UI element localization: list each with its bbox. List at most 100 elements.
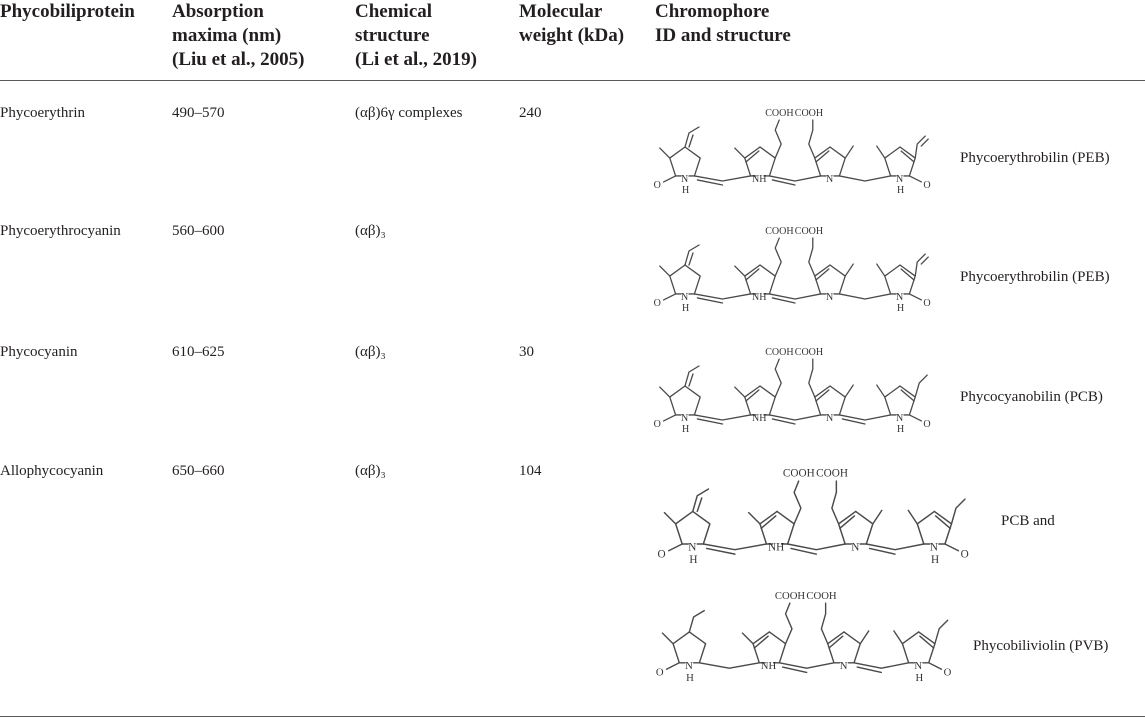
bond <box>828 635 844 649</box>
atom-label: N <box>826 292 833 303</box>
atom-label: COOH <box>795 226 823 237</box>
atom-label: NH <box>761 661 777 672</box>
bond <box>753 635 769 649</box>
bond <box>844 263 854 277</box>
bond <box>771 418 796 425</box>
bond <box>672 631 691 664</box>
bond <box>659 386 671 398</box>
bond <box>843 631 861 664</box>
bond <box>950 498 966 525</box>
bond <box>692 488 710 513</box>
bond <box>884 146 901 177</box>
bond <box>784 602 793 645</box>
bond <box>884 264 901 295</box>
atom-label: N <box>914 661 922 672</box>
atom-label: H <box>682 424 689 435</box>
bond <box>684 365 700 387</box>
cell-weight: 104 <box>519 463 542 479</box>
bond <box>838 293 892 300</box>
chromophore-name: Phycoerythrobilin (PEB) <box>960 150 1110 166</box>
bond <box>688 134 694 148</box>
atom-label: N <box>688 542 696 554</box>
bond <box>688 609 705 633</box>
bond <box>934 619 949 645</box>
atom-label: N <box>930 542 938 554</box>
bond <box>741 632 754 645</box>
bond <box>669 264 686 295</box>
bond <box>774 358 782 398</box>
cell-absorption: 560–600 <box>172 223 225 239</box>
bond <box>793 480 802 525</box>
atom-label: N <box>896 413 903 424</box>
atom-label: COOH <box>806 591 836 602</box>
bond <box>768 631 787 664</box>
atom-label: O <box>654 298 661 309</box>
bond <box>893 630 904 645</box>
header-absorption: Absorption maxima (nm) (Liu et al., 2005… <box>172 0 304 72</box>
atom-label: H <box>897 303 904 314</box>
bond <box>696 497 703 513</box>
atom-label: O <box>923 298 930 309</box>
bond <box>759 385 776 416</box>
header-chromophore: Chromophore ID and structure <box>655 0 791 48</box>
bond <box>662 293 677 301</box>
bond <box>776 510 795 545</box>
bond <box>914 374 928 398</box>
atom-label: H <box>931 554 939 566</box>
bond <box>815 150 830 163</box>
atom-label: N <box>685 661 693 672</box>
header-line: Chemical <box>355 1 433 22</box>
bond <box>692 510 711 545</box>
bond <box>665 662 680 670</box>
cell-protein: Phycoerythrin <box>0 105 85 121</box>
cell-absorption: 490–570 <box>172 105 225 121</box>
bond <box>914 253 926 277</box>
chromophore-name: PCB and <box>1001 513 1055 529</box>
bond <box>838 414 892 421</box>
atom-label: H <box>682 303 689 314</box>
header-line: ID and structure <box>655 25 791 46</box>
bond <box>900 150 915 163</box>
bond <box>876 263 886 277</box>
bond <box>759 264 776 295</box>
atom-label: NH <box>752 413 766 424</box>
bond <box>829 264 846 295</box>
header-line: Molecular <box>519 1 603 22</box>
atom-label: NH <box>768 542 784 554</box>
atom-label: COOH <box>816 468 848 480</box>
atom-label: COOH <box>795 108 823 119</box>
bond <box>684 146 701 177</box>
atom-label: N <box>826 413 833 424</box>
bond <box>684 385 701 416</box>
header-chemical-structure: Chemical structure (Li et al., 2019) <box>355 0 477 72</box>
atom-label: NH <box>752 292 766 303</box>
bond <box>808 119 816 159</box>
bond <box>844 384 854 398</box>
header-line: (Li et al., 2019) <box>355 49 477 70</box>
bond <box>774 119 782 159</box>
bond <box>839 515 856 530</box>
atom-label: COOH <box>765 347 793 358</box>
bond <box>872 509 883 525</box>
header-line: (Liu et al., 2005) <box>172 49 305 70</box>
atom-label: H <box>682 185 689 196</box>
bond <box>688 373 694 387</box>
bond <box>693 293 752 300</box>
header-line: maxima (nm) <box>172 25 282 46</box>
bond <box>734 386 746 398</box>
header-line: weight (kDa) <box>519 25 625 46</box>
cell-protein: Phycocyanin <box>0 344 78 360</box>
atom-label: N <box>896 292 903 303</box>
atom-label: N <box>896 174 903 185</box>
bond <box>844 145 854 159</box>
bond <box>876 384 886 398</box>
chromophore-name: Phycocyanobilin (PCB) <box>960 389 1103 405</box>
atom-label: N <box>681 292 688 303</box>
bond <box>900 389 915 402</box>
atom-label: N <box>681 413 688 424</box>
atom-label: H <box>897 424 904 435</box>
